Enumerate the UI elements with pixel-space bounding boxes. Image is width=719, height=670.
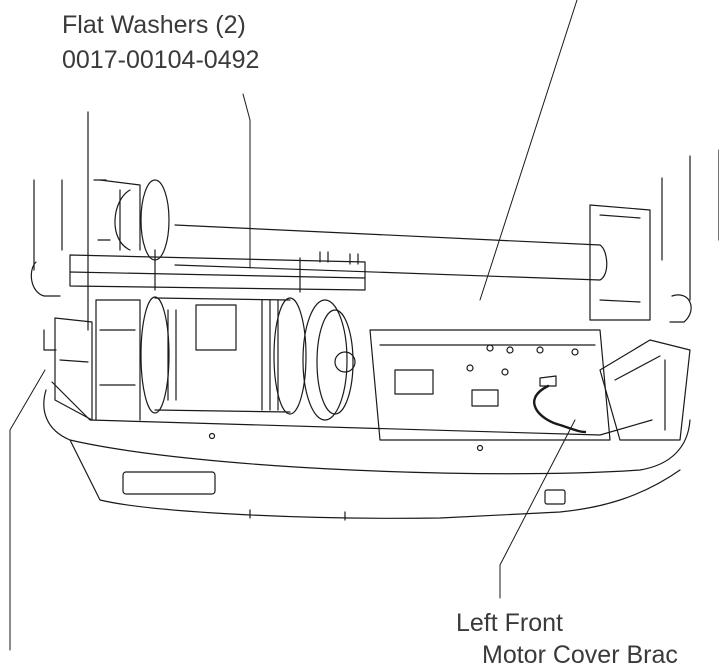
technical-drawing: Flat Washers (2) 0017-00104-0492 Left Fr… — [9, 0, 719, 669]
left-front-label: Left Front — [456, 609, 563, 637]
assembly-illustration — [9, 0, 719, 651]
right-bracket — [599, 339, 691, 441]
drive-motor — [95, 296, 356, 421]
left-bracket — [43, 317, 93, 421]
left-pulley — [93, 179, 170, 261]
top-rail — [69, 249, 366, 293]
controller-board — [369, 329, 611, 441]
motor-cover-bracket-label: Motor Cover Brac — [482, 641, 678, 669]
rear-roller — [99, 179, 651, 321]
front-cover — [43, 381, 691, 521]
flat-washers-part-number: 0017-00104-0492 — [62, 46, 260, 74]
leader-left-front — [499, 419, 576, 599]
flat-washers-label: Flat Washers (2) — [62, 11, 246, 39]
leader-lines — [9, 0, 578, 651]
leader-top-right — [479, 0, 578, 301]
leader-flat-washers — [242, 93, 251, 269]
frame-uprights — [30, 111, 719, 331]
leader-left-side — [9, 369, 46, 651]
